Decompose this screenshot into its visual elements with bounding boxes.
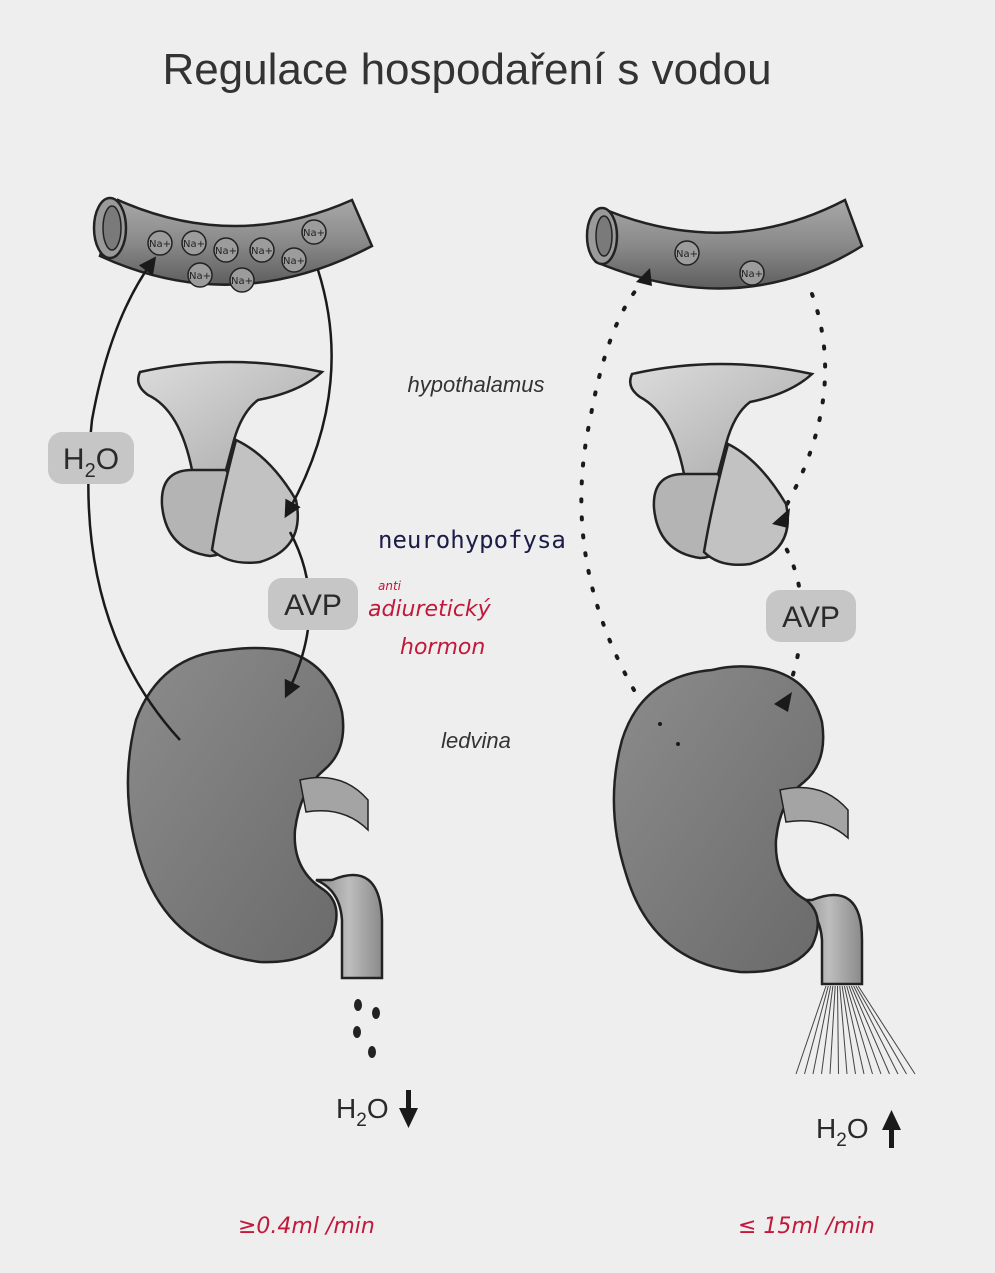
- sodium-ion-label: Na+: [189, 271, 211, 282]
- sodium-ion-label: Na+: [283, 256, 305, 267]
- left-hypothalamus-organ: [137, 360, 325, 564]
- sodium-ion: [181, 230, 207, 256]
- ledvina-label: ledvina: [441, 728, 511, 753]
- sodium-ion-label: Na+: [741, 269, 763, 280]
- right-h2o-return-dotted: [579, 288, 638, 692]
- left-rate-note: ≥0.4ml /min: [238, 1214, 375, 1239]
- spray-line: [846, 985, 873, 1075]
- sodium-ion-label: Na+: [183, 239, 205, 250]
- spray-line: [804, 985, 829, 1075]
- sodium-ion: [301, 219, 327, 245]
- right-avp-dotted: [776, 532, 804, 692]
- sodium-ion: [187, 262, 213, 288]
- spray-line: [841, 985, 856, 1075]
- spray-line: [857, 985, 916, 1075]
- right-hypothalamus-organ: [629, 362, 815, 566]
- avp-note-line1: adiuretický: [368, 597, 492, 622]
- avp-note-anti: anti: [378, 579, 402, 593]
- right-rate-note: ≤ 15ml /min: [738, 1214, 875, 1239]
- right-output: H2O: [816, 1110, 901, 1151]
- right-blood-vessel: [585, 198, 864, 290]
- spray-line: [839, 985, 848, 1075]
- left-sodium-ions: Na+ Na+ Na+ Na+ Na+ Na+ Na+ Na+: [147, 219, 327, 293]
- right-osmo-signal-dotted: [776, 292, 828, 522]
- right-avp-label: AVP: [782, 601, 840, 634]
- spray-line: [829, 985, 836, 1075]
- right-panel: Na+ Na+ AVP H2O: [579, 198, 916, 1239]
- left-h2o-pill: H2O: [48, 432, 134, 484]
- spray-line: [850, 985, 890, 1075]
- neurohypofysa-label: neurohypofysa: [378, 526, 566, 554]
- left-ureter: [315, 873, 384, 980]
- page-title: Regulace hospodaření s vodou: [162, 45, 771, 94]
- left-output: H2O: [336, 1090, 418, 1131]
- sodium-ion-label: Na+: [303, 228, 325, 239]
- avp-note-line2: hormon: [400, 635, 485, 660]
- left-avp-pill: AVP: [268, 578, 358, 630]
- spray-line: [853, 985, 899, 1075]
- svg-text:H2O: H2O: [816, 1113, 869, 1151]
- right-kidney: [612, 665, 864, 986]
- spray-line: [812, 985, 832, 1075]
- sodium-ion-label: Na+: [149, 239, 171, 250]
- right-neurohypophysis: [702, 442, 790, 566]
- left-kidney: [126, 646, 384, 980]
- sodium-ion: [147, 230, 173, 256]
- sodium-ion: [674, 240, 700, 266]
- right-sodium-ions: Na+ Na+: [674, 240, 765, 286]
- arrow-up-icon: [882, 1110, 901, 1148]
- left-avp-label: AVP: [284, 589, 342, 622]
- urine-spray: [795, 985, 916, 1075]
- left-osmo-signal-arrow: [284, 269, 333, 519]
- sodium-ion: [229, 267, 255, 293]
- spray-line: [795, 985, 827, 1075]
- svg-text:H2O: H2O: [336, 1093, 389, 1131]
- urine-drops: [353, 999, 380, 1058]
- sodium-ion-label: Na+: [231, 276, 253, 287]
- left-panel: Na+ Na+ Na+ Na+ Na+ Na+ Na+ Na+ H2O AVP: [48, 196, 418, 1239]
- sodium-ion: [281, 247, 307, 273]
- spray-line: [843, 985, 865, 1075]
- sodium-ion-label: Na+: [676, 249, 698, 260]
- sodium-ion: [213, 237, 239, 263]
- spray-line: [837, 985, 839, 1075]
- spray-line: [855, 985, 907, 1075]
- sodium-ion-label: Na+: [215, 246, 237, 257]
- sodium-ion: [739, 260, 765, 286]
- arrow-down-icon: [399, 1090, 418, 1128]
- sodium-ion-label: Na+: [251, 246, 273, 257]
- left-neurohypophysis: [210, 438, 300, 564]
- sodium-ion: [249, 237, 275, 263]
- hypothalamus-label: hypothalamus: [408, 372, 545, 397]
- spray-line: [821, 985, 834, 1075]
- spray-line: [848, 985, 882, 1075]
- right-avp-pill: AVP: [766, 590, 856, 642]
